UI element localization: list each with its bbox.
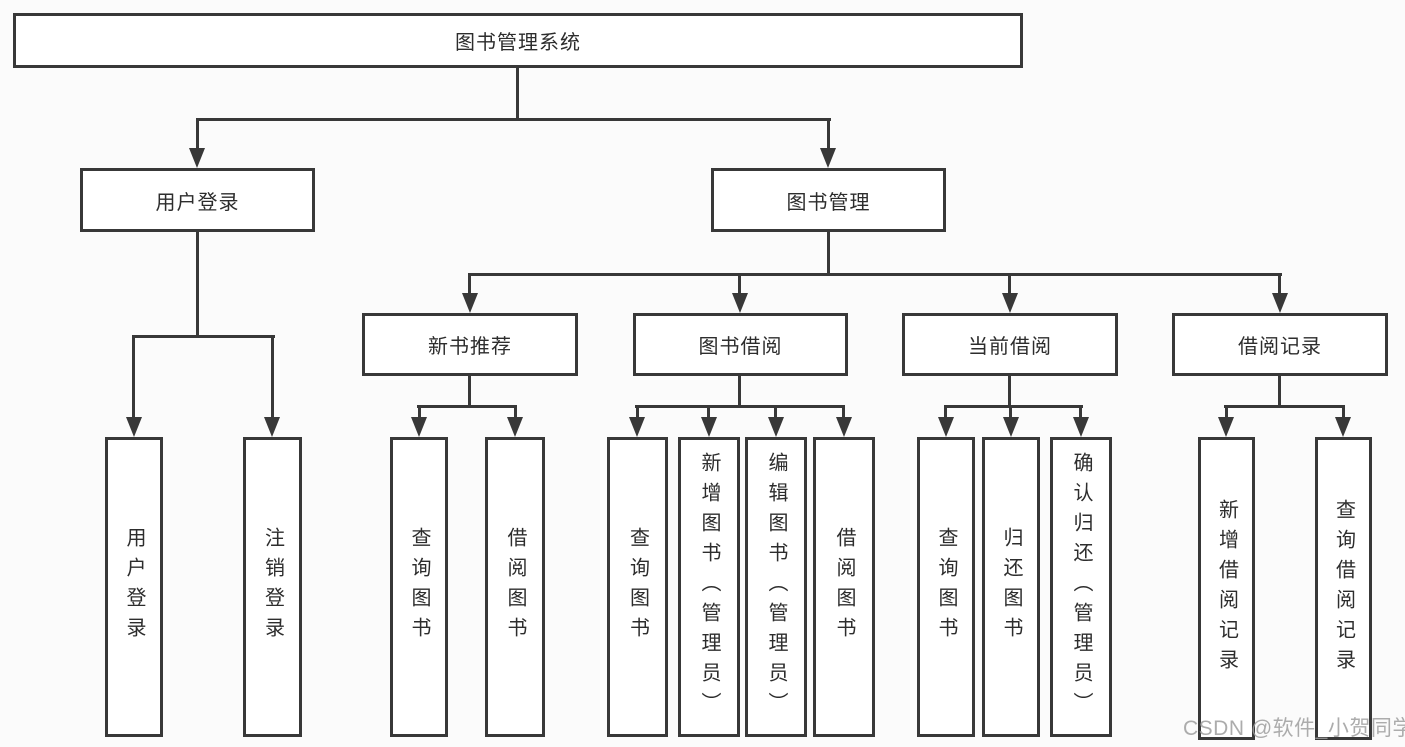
leaf-br-query-record: 查询借阅记录 — [1315, 437, 1372, 740]
arrowhead-new-book — [462, 293, 478, 313]
node-new-book-recommend: 新书推荐 — [362, 313, 578, 376]
connector-drop-bb-2 — [707, 407, 710, 420]
connector-user-login-rail — [132, 335, 275, 338]
arrowhead-user-login — [189, 148, 205, 168]
connector-new-book-rail — [417, 405, 517, 408]
connector-drop-bb-4 — [842, 407, 845, 420]
connector-drop-book-management — [827, 121, 830, 151]
connector-book-borrow-trunk — [738, 376, 741, 407]
arrowhead-bb-4 — [836, 417, 852, 437]
leaf-nbr-borrow-book: 借阅图书 — [485, 437, 545, 737]
leaf-br-add-record: 新增借阅记录 — [1198, 437, 1255, 740]
leaf-bb-edit-book-admin: 编辑图书（管理员） — [745, 437, 807, 737]
connector-drop-br-2 — [1342, 407, 1345, 420]
connector-borrow-record-trunk — [1278, 376, 1281, 407]
connector-drop-user-login — [196, 121, 199, 151]
arrowhead-nbr-2 — [507, 417, 523, 437]
connector-drop-cb-1 — [944, 407, 947, 420]
connector-drop-bb-1 — [636, 407, 639, 420]
arrowhead-nbr-1 — [411, 417, 427, 437]
connector-user-login-trunk — [196, 232, 199, 335]
leaf-bb-add-book-admin: 新增图书（管理员） — [678, 437, 740, 737]
node-borrow-record: 借阅记录 — [1172, 313, 1388, 376]
connector-borrow-record-rail — [1224, 405, 1345, 408]
leaf-cb-confirm-return-admin: 确认归还（管理员） — [1050, 437, 1112, 737]
connector-drop-cb-2 — [1009, 407, 1012, 420]
connector-drop-nbr-2 — [514, 407, 517, 420]
arrowhead-bb-3 — [768, 417, 784, 437]
node-book-borrow: 图书借阅 — [633, 313, 848, 376]
arrowhead-cb-2 — [1003, 417, 1019, 437]
arrowhead-cb-3 — [1073, 417, 1089, 437]
arrowhead-current-borrow — [1002, 293, 1018, 313]
arrowhead-book-management — [820, 148, 836, 168]
connector-book-borrow-rail — [635, 405, 845, 408]
connector-root-rail — [196, 118, 831, 121]
connector-drop-book-borrow — [738, 276, 741, 296]
connector-drop-br-1 — [1225, 407, 1228, 420]
arrowhead-login — [126, 417, 142, 437]
arrowhead-book-borrow — [732, 293, 748, 313]
connector-drop-logout — [271, 338, 274, 420]
connector-drop-nbr-1 — [418, 407, 421, 420]
arrowhead-bb-2 — [701, 417, 717, 437]
arrowhead-borrow-record — [1272, 293, 1288, 313]
node-library-system: 图书管理系统 — [13, 13, 1023, 68]
leaf-nbr-query-book: 查询图书 — [390, 437, 448, 737]
connector-new-book-trunk — [468, 376, 471, 407]
arrowhead-logout — [264, 417, 280, 437]
arrowhead-bb-1 — [629, 417, 645, 437]
connector-current-borrow-rail — [944, 405, 1083, 408]
connector-current-borrow-trunk — [1008, 376, 1011, 407]
node-user-login: 用户登录 — [80, 168, 315, 232]
node-book-management: 图书管理 — [711, 168, 946, 232]
leaf-logout: 注销登录 — [243, 437, 302, 737]
node-current-borrow: 当前借阅 — [902, 313, 1118, 376]
leaf-bb-query-book: 查询图书 — [607, 437, 668, 737]
connector-book-management-trunk — [827, 232, 830, 275]
leaf-bb-borrow-book: 借阅图书 — [813, 437, 875, 737]
connector-drop-bb-3 — [774, 407, 777, 420]
connector-drop-borrow-record — [1278, 276, 1281, 296]
leaf-cb-return-book: 归还图书 — [982, 437, 1040, 737]
connector-drop-cb-3 — [1079, 407, 1082, 420]
connector-drop-new-book — [468, 276, 471, 296]
arrowhead-cb-1 — [938, 417, 954, 437]
connector-book-management-rail — [468, 273, 1282, 276]
csdn-watermark: CSDN @软件_小贺同学 — [1183, 717, 1405, 740]
leaf-user-login: 用户登录 — [105, 437, 163, 737]
arrowhead-br-2 — [1335, 417, 1351, 437]
connector-drop-login — [132, 338, 135, 420]
leaf-cb-query-book: 查询图书 — [917, 437, 975, 737]
connector-root-trunk — [516, 68, 519, 120]
connector-drop-current-borrow — [1008, 276, 1011, 296]
arrowhead-br-1 — [1218, 417, 1234, 437]
